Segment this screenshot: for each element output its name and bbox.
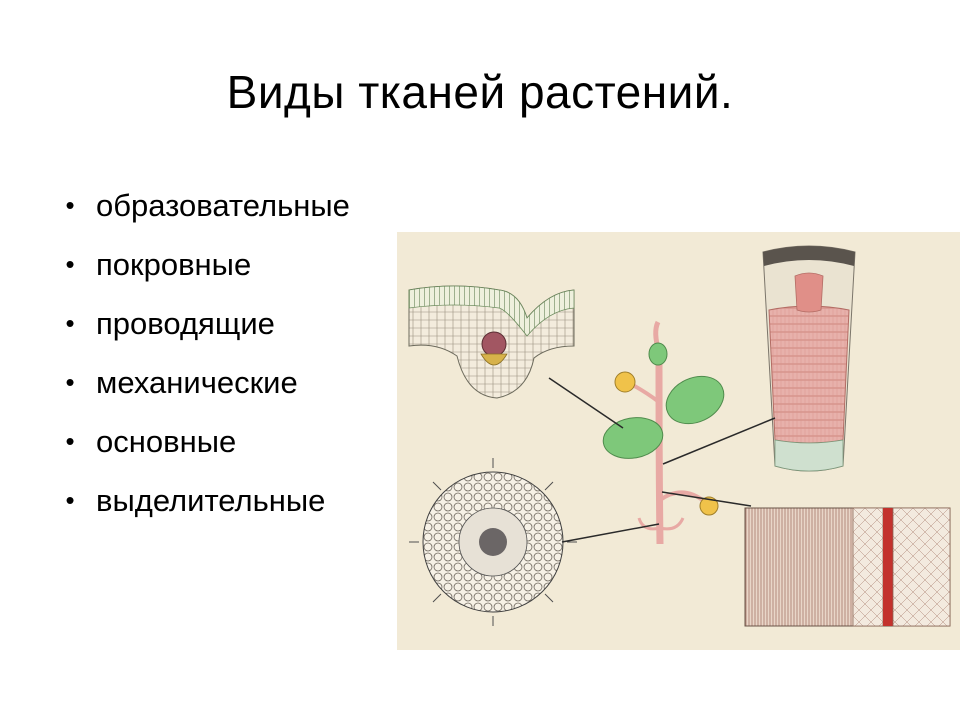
- root-cross-section: [409, 458, 577, 626]
- bullet-icon: •: [65, 190, 75, 220]
- list-item-label: выделительные: [96, 483, 326, 518]
- wood-longitudinal-section: [744, 507, 951, 627]
- slide-title: Виды тканей растений.: [226, 66, 734, 118]
- bullet-icon: •: [65, 485, 75, 515]
- plant-drawing: [602, 320, 725, 545]
- list-item: • образовательные: [60, 176, 350, 235]
- list-item: • покровные: [60, 235, 350, 294]
- list-item-label: покровные: [96, 247, 252, 282]
- bullet-icon: •: [65, 308, 75, 338]
- pointer-lines: [548, 377, 776, 543]
- tissue-types-list: •образовательные •покровные •проводящие …: [60, 176, 350, 530]
- list-item-label: образовательные: [96, 188, 350, 223]
- list-item-label: основные: [96, 424, 237, 459]
- stem-section: [762, 245, 856, 472]
- leaf-cross-section: [408, 285, 575, 399]
- list-item: • механические: [60, 353, 350, 412]
- bullet-icon: •: [65, 367, 75, 397]
- list-item: • основные: [60, 412, 350, 471]
- bullet-icon: •: [65, 249, 75, 279]
- bullet-icon: •: [65, 426, 75, 456]
- list-item: • выделительные: [60, 471, 350, 530]
- plant-tissue-illustration: [397, 232, 960, 650]
- list-item-label: проводящие: [96, 306, 275, 341]
- list-item-label: механические: [96, 365, 298, 400]
- list-item: • проводящие: [60, 294, 350, 353]
